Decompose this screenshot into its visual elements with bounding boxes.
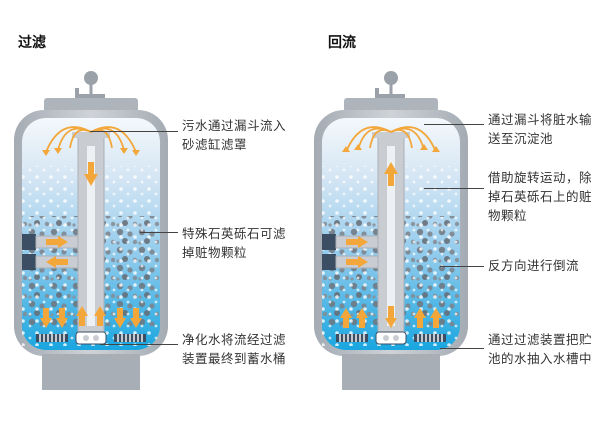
leader-line [140, 232, 178, 233]
backwash-label-3: 反方向进行倒流 [488, 258, 580, 273]
backwash-label-4: 通过过滤装置把贮池的水抽入水槽中 [488, 332, 593, 366]
backwash-label-1: 通过漏斗将脏水输送至沉淀池 [488, 112, 593, 146]
backwash-title: 回流 [328, 35, 356, 51]
filter-label-2: 特殊石英砾石可滤掉赃物颗粒 [182, 226, 287, 260]
flow-arrows [340, 162, 442, 328]
filter-label-3: 净化水将流经过滤装置最终到蓄水桶 [182, 332, 287, 366]
valve-icon [375, 71, 405, 98]
strainer-icons [36, 331, 146, 345]
strainer-icons [336, 331, 446, 345]
leader-line [90, 131, 178, 132]
leader-line [440, 348, 484, 349]
backwash-tank-diagram [314, 71, 468, 390]
spray-arcs [345, 126, 437, 153]
filter-label-1: 污水通过漏斗流入砂滤缸滤罩 [182, 118, 287, 152]
leader-line [424, 188, 484, 189]
flow-arrows [40, 162, 142, 328]
filter-title: 过滤 [18, 35, 46, 51]
valve-icon [75, 71, 105, 98]
leader-line [440, 266, 484, 267]
leader-line [424, 124, 484, 125]
backwash-panel: 回流 [300, 0, 600, 432]
backwash-label-2: 借助旋转运动，除掉石英砾石上的赃物颗粒 [488, 170, 593, 223]
filter-panel: 过滤 [14, 35, 287, 390]
spray-arcs [45, 126, 137, 153]
leader-line [100, 344, 178, 345]
filter-tank-diagram [14, 71, 168, 390]
